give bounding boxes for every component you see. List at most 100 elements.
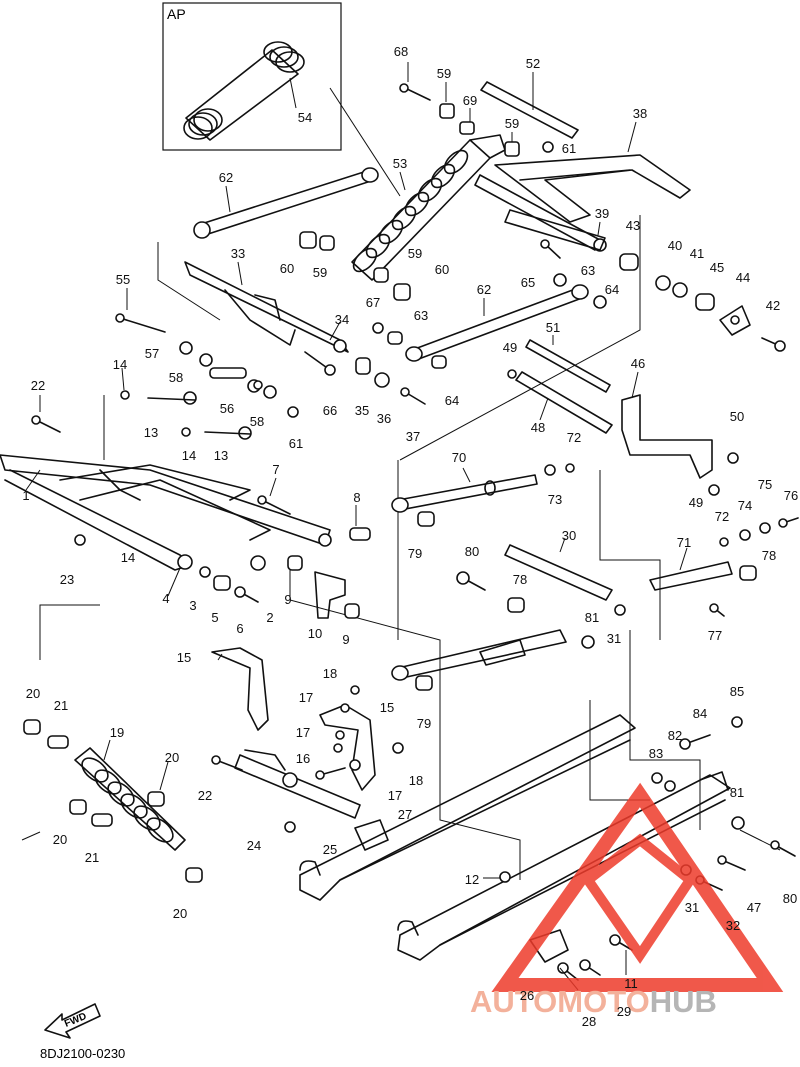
callout-72: 72 <box>567 430 581 445</box>
callout-43: 43 <box>626 218 640 233</box>
callout-82: 82 <box>668 728 682 743</box>
callout-32: 32 <box>726 918 740 933</box>
lower-arm-25 <box>234 749 361 819</box>
bar-51 <box>525 339 611 393</box>
bracket-33 <box>184 261 349 353</box>
callout-2: 2 <box>266 610 273 625</box>
callout-15: 15 <box>177 650 191 665</box>
watermark-text-auto: AUTOMOTOHUB <box>470 984 717 1019</box>
callout-80: 80 <box>783 891 797 906</box>
callout-29: 29 <box>617 1004 631 1019</box>
callout-38: 38 <box>633 106 647 121</box>
callout-31: 31 <box>685 900 699 915</box>
arm-46 <box>621 394 713 479</box>
callout-42: 42 <box>766 298 780 313</box>
callout-74: 74 <box>738 498 752 513</box>
callout-17: 17 <box>388 788 402 803</box>
callout-59: 59 <box>313 265 327 280</box>
link-62-upper <box>193 167 379 239</box>
callout-5: 5 <box>211 610 218 625</box>
callout-73: 73 <box>548 492 562 507</box>
callout-83: 83 <box>649 746 663 761</box>
callout-60: 60 <box>435 262 449 277</box>
shaft-30 <box>504 544 613 601</box>
callout-48: 48 <box>531 420 545 435</box>
shaft-39 <box>504 209 606 251</box>
bracket-27 <box>354 819 389 851</box>
shock-absorber-53 <box>351 134 506 281</box>
callout-28: 28 <box>582 1014 596 1029</box>
assembly-guide-lines <box>39 215 781 880</box>
hardware-small-parts <box>23 83 799 981</box>
callout-64: 64 <box>605 282 619 297</box>
callout-49: 49 <box>503 340 517 355</box>
callout-68: 68 <box>394 44 408 59</box>
callout-22: 22 <box>198 788 212 803</box>
callout-34: 34 <box>335 312 349 327</box>
callout-31: 31 <box>607 631 621 646</box>
callout-61: 61 <box>562 141 576 156</box>
callout-20: 20 <box>26 686 40 701</box>
callout-40: 40 <box>668 238 682 253</box>
callout-14: 14 <box>182 448 196 463</box>
callout-11: 11 <box>624 976 638 991</box>
callout-47: 47 <box>747 900 761 915</box>
callout-46: 46 <box>631 356 645 371</box>
callout-21: 21 <box>85 850 99 865</box>
callout-4: 4 <box>162 591 169 606</box>
callout-79: 79 <box>408 546 422 561</box>
callout-20: 20 <box>53 832 67 847</box>
rod-70 <box>391 474 538 513</box>
callout-78: 78 <box>513 572 527 587</box>
callout-12: 12 <box>465 872 479 887</box>
bracket-15-lower <box>319 704 376 791</box>
callout-17: 17 <box>299 690 313 705</box>
callout-78: 78 <box>762 548 776 563</box>
callout-9: 9 <box>284 592 291 607</box>
callout-51: 51 <box>546 320 560 335</box>
callout-23: 23 <box>60 572 74 587</box>
callout-66: 66 <box>323 403 337 418</box>
callout-53: 53 <box>393 156 407 171</box>
callout-62: 62 <box>477 282 491 297</box>
callout-18: 18 <box>409 773 423 788</box>
inset-label: AP <box>167 6 186 22</box>
link-62-middle <box>405 284 589 362</box>
callout-1: 1 <box>22 488 29 503</box>
spring-boot-part <box>183 41 305 141</box>
callout-26: 26 <box>520 988 534 1003</box>
callout-49: 49 <box>689 495 703 510</box>
callout-8: 8 <box>353 490 360 505</box>
callout-45: 45 <box>710 260 724 275</box>
callout-50: 50 <box>730 409 744 424</box>
callout-17: 17 <box>296 725 310 740</box>
callout-27: 27 <box>398 807 412 822</box>
callout-67: 67 <box>366 295 380 310</box>
callout-77: 77 <box>708 628 722 643</box>
watermark-triangle-icon <box>491 782 784 992</box>
damper-rod-lower <box>391 629 567 681</box>
callout-44: 44 <box>736 270 750 285</box>
rod-52 <box>480 81 579 139</box>
callout-18: 18 <box>323 666 337 681</box>
callout-55: 55 <box>116 272 130 287</box>
front-shock-19 <box>74 747 186 851</box>
callout-14: 14 <box>113 357 127 372</box>
callout-15: 15 <box>380 700 394 715</box>
rear-arm-upper <box>474 154 691 252</box>
callout-39: 39 <box>595 206 609 221</box>
shaft-48 <box>515 371 613 434</box>
callout-56: 56 <box>220 401 234 416</box>
callout-24: 24 <box>247 838 261 853</box>
callout-36: 36 <box>377 411 391 426</box>
callout-81: 81 <box>585 610 599 625</box>
callout-21: 21 <box>54 698 68 713</box>
callout-59: 59 <box>505 116 519 131</box>
callout-60: 60 <box>280 261 294 276</box>
callout-14: 14 <box>121 550 135 565</box>
callout-64: 64 <box>445 393 459 408</box>
callout-9: 9 <box>342 632 349 647</box>
callout-81: 81 <box>730 785 744 800</box>
